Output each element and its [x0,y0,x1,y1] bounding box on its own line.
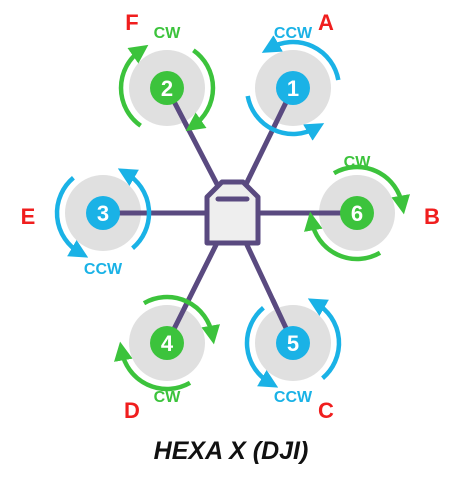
motor-hub [150,71,184,105]
motor-4: 4CW D [114,294,220,423]
cw-rotation-arrow [185,48,216,132]
motor-number: 4 [161,331,174,356]
motor-number: 1 [287,76,299,101]
motor-number: 3 [97,201,109,226]
motor-letter: E [21,204,36,229]
cw-rotation-arrow [304,211,382,262]
motor-6: 6 CW B [304,154,440,262]
flight-controller [204,179,261,246]
motor-number: 5 [287,331,299,356]
motor-letter: C [318,398,334,423]
ccw-rotation-arrow [54,176,89,258]
diagram-title: HEXA X (DJI) [154,437,309,465]
motor-letter: D [124,398,140,423]
motor-letter: F [125,10,138,35]
motor-number: 6 [351,201,363,226]
rotation-direction-label: CCW [84,261,123,278]
rotation-direction-label: CW [154,389,182,406]
rotation-direction-label: CW [344,154,372,171]
ccw-rotation-arrow [261,35,341,81]
ccw-rotation-arrow [307,298,342,380]
motor-1: 1 CCW A [245,10,341,141]
rotation-direction-label: CCW [274,25,313,42]
ccw-rotation-arrow [244,306,279,388]
motor-hub [276,71,310,105]
cw-rotation-arrow [142,294,220,345]
motor-letter: A [318,10,334,35]
motor-number: 2 [161,76,173,101]
cw-rotation-arrow [114,341,192,392]
motor-hub [276,326,310,360]
cw-rotation-arrow [118,44,149,128]
motor-2: 2 CW F [118,10,216,132]
rotation-direction-label: CW [154,25,182,42]
motor-hub [340,196,374,230]
motor-letter: B [424,204,440,229]
controller-body [204,179,261,246]
ccw-rotation-arrow [117,168,152,250]
cw-rotation-arrow [332,164,410,215]
ccw-rotation-arrow [245,95,325,141]
motor-hub [150,326,184,360]
motor-hub [86,196,120,230]
rotation-direction-label: CCW [274,389,313,406]
